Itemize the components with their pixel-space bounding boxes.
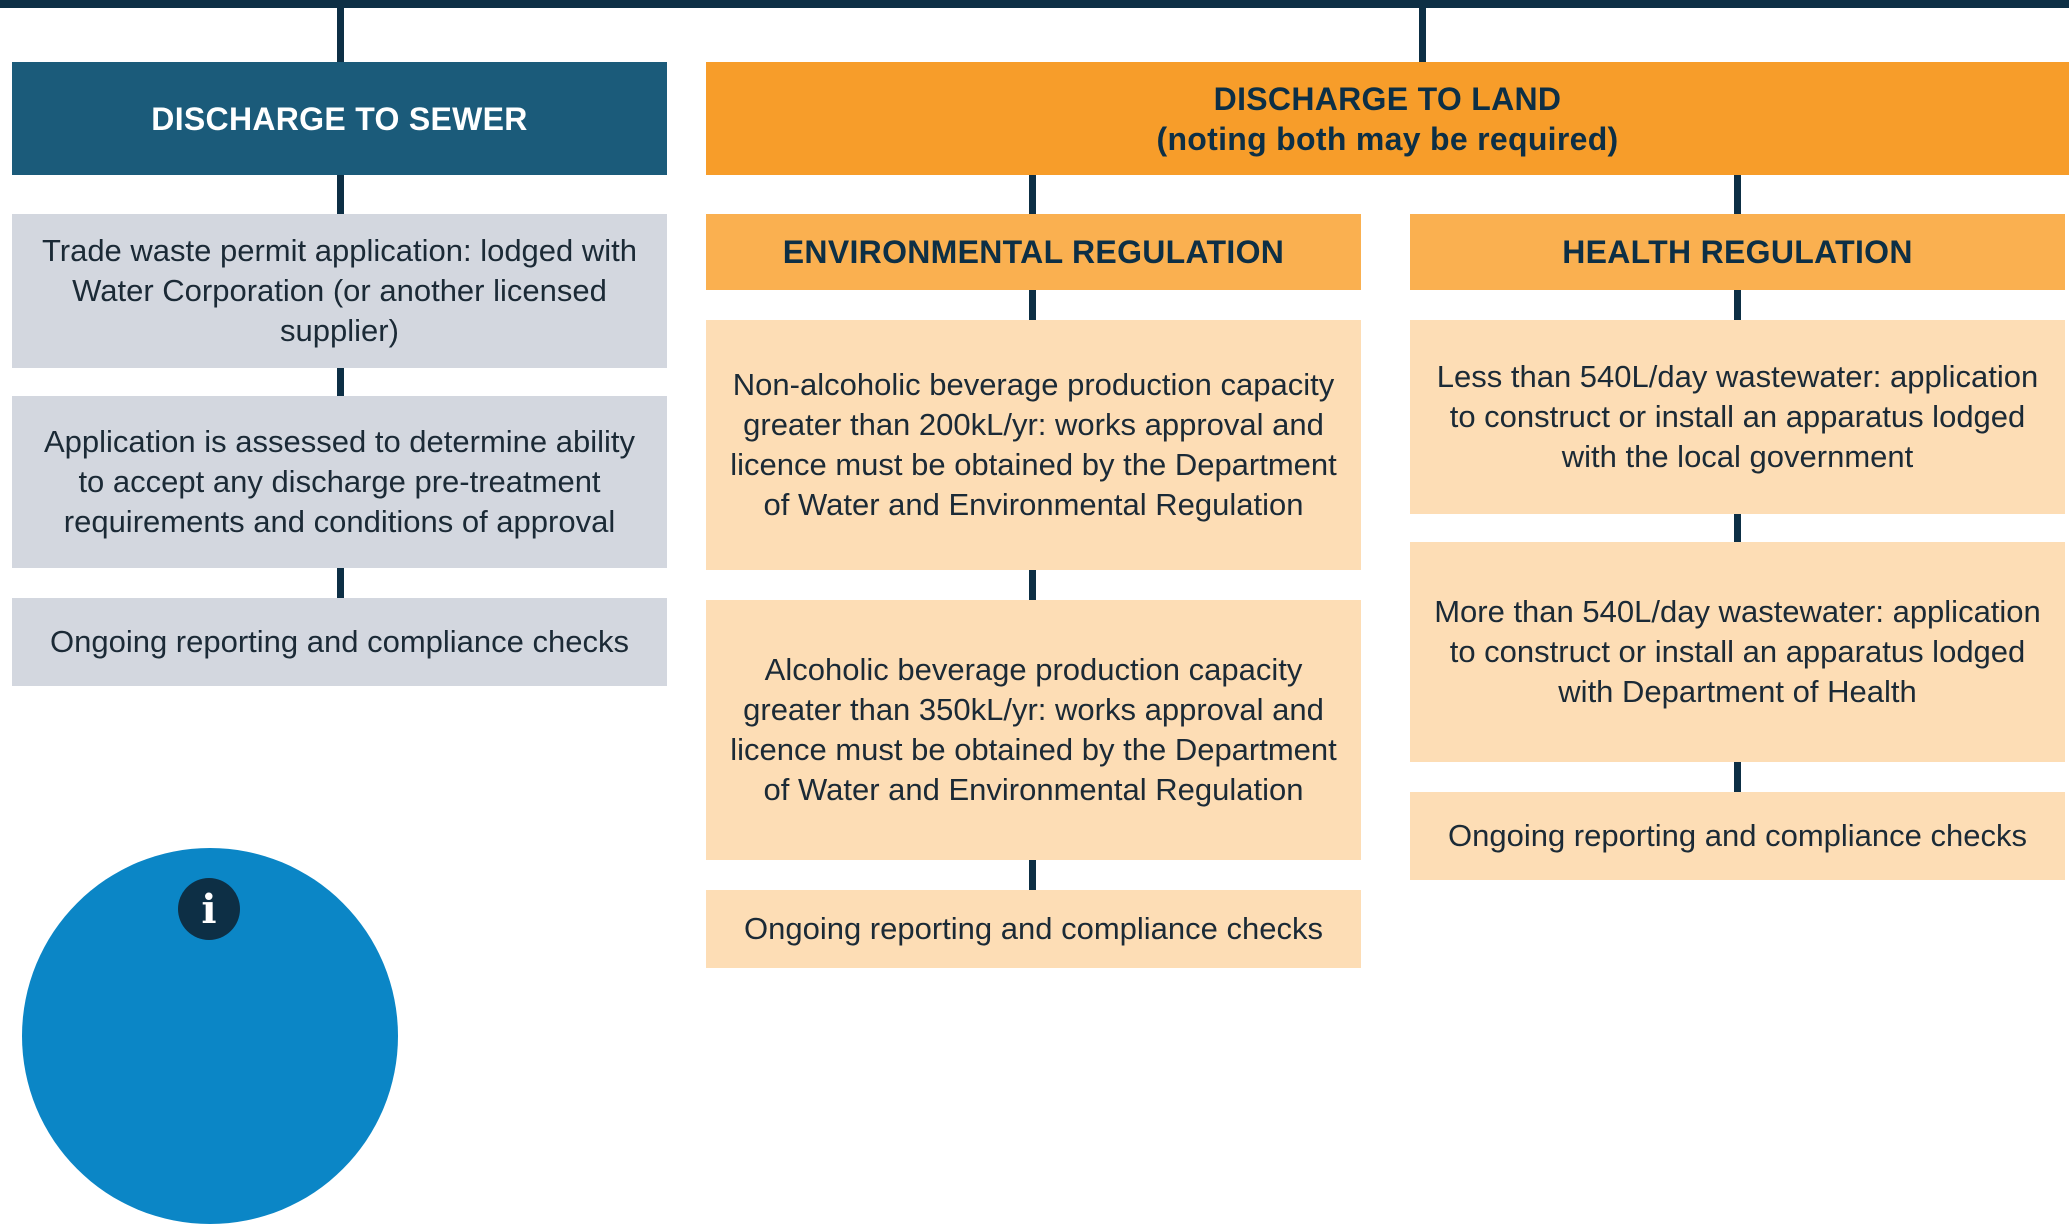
health-step-3-text: Ongoing reporting and compliance checks [1447, 818, 2027, 853]
sewer-header: DISCHARGE TO SEWER [12, 62, 667, 175]
sewer-step-1-text: Trade waste permit application: lodged w… [41, 233, 638, 348]
environmental-step-1-text: Non-alcoholic beverage production capaci… [730, 367, 1337, 522]
health-step-2: More than 540L/day wastewater: applicati… [1410, 542, 2065, 762]
connector-health-0 [1734, 175, 1741, 214]
health-step-2-text: More than 540L/day wastewater: applicati… [1434, 594, 2041, 709]
sewer-header-label: DISCHARGE TO SEWER [151, 100, 528, 137]
health-header: HEALTH REGULATION [1410, 214, 2065, 290]
health-step-1-text: Less than 540L/day wastewater: applicati… [1436, 359, 2039, 474]
environmental-step-3: Ongoing reporting and compliance checks [706, 890, 1361, 968]
connector-health-2 [1734, 514, 1741, 542]
connector-health-1 [1734, 290, 1741, 320]
environmental-step-2-text: Alcoholic beverage production capacity g… [730, 652, 1337, 807]
sewer-step-3: Ongoing reporting and compliance checks [12, 598, 667, 686]
connector-env-0 [1029, 175, 1036, 214]
info-icon: i [178, 878, 240, 940]
health-step-3: Ongoing reporting and compliance checks [1410, 792, 2065, 880]
connector-sewer-top [337, 8, 344, 62]
connector-env-2 [1029, 570, 1036, 600]
connector-env-1 [1029, 290, 1036, 320]
connector-sewer-3 [337, 568, 344, 598]
land-header-note: (noting both may be required) [1156, 120, 1619, 157]
connector-env-3 [1029, 860, 1036, 890]
connector-health-3 [1734, 762, 1741, 792]
health-header-label: HEALTH REGULATION [1562, 234, 1913, 270]
environmental-step-3-text: Ongoing reporting and compliance checks [743, 911, 1323, 946]
connector-sewer-1 [337, 175, 344, 214]
sewer-step-2: Application is assessed to determine abi… [12, 396, 667, 568]
land-header: DISCHARGE TO LAND (noting both may be re… [706, 62, 2069, 175]
land-header-title: DISCHARGE TO LAND [1213, 80, 1562, 117]
connector-sewer-2 [337, 368, 344, 396]
top-bar [0, 0, 2069, 8]
sewer-step-2-text: Application is assessed to determine abi… [43, 424, 636, 539]
environmental-header-label: ENVIRONMENTAL REGULATION [782, 234, 1285, 270]
environmental-step-2: Alcoholic beverage production capacity g… [706, 600, 1361, 860]
info-icon-glyph: i [201, 885, 217, 933]
environmental-header: ENVIRONMENTAL REGULATION [706, 214, 1361, 290]
connector-land-top [1419, 8, 1426, 62]
sewer-step-1: Trade waste permit application: lodged w… [12, 214, 667, 368]
environmental-step-1: Non-alcoholic beverage production capaci… [706, 320, 1361, 570]
health-step-1: Less than 540L/day wastewater: applicati… [1410, 320, 2065, 514]
sewer-step-3-text: Ongoing reporting and compliance checks [49, 624, 629, 659]
